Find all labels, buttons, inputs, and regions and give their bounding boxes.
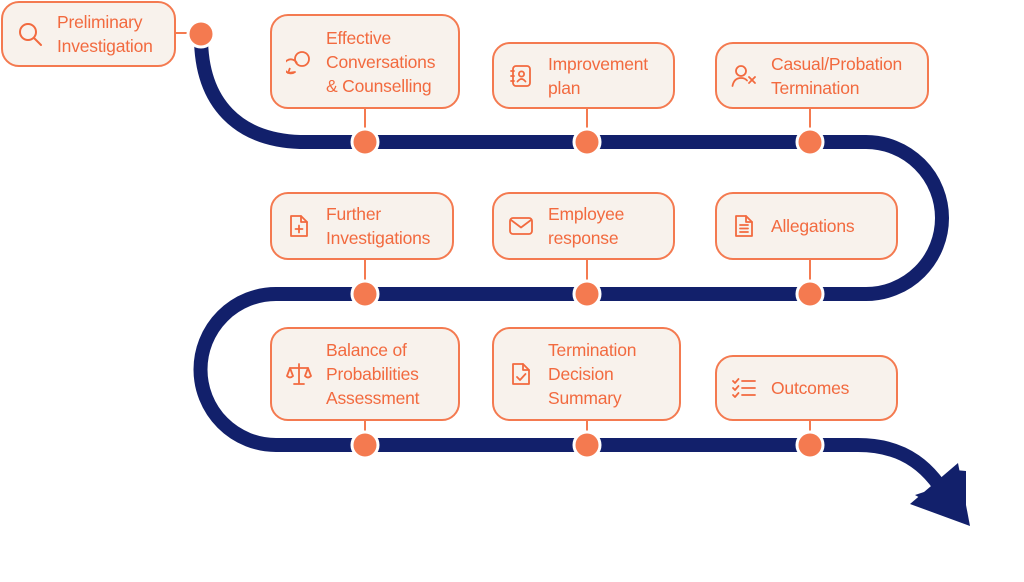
step-label: Employee response [548,204,625,248]
node-dot [350,127,380,157]
node-dot [350,430,380,460]
node-dot [572,430,602,460]
search-icon [17,21,43,47]
step-label: Preliminary Investigation [57,12,153,56]
step-balance-of-probabilities: Balance of Probabilities Assessment [270,327,460,421]
node-dot [795,430,825,460]
node-dot [572,279,602,309]
step-outcomes: Outcomes [715,355,898,421]
node-dot [572,127,602,157]
step-effective-conversations: Effective Conversations & Counselling [270,14,460,109]
checklist-icon [731,375,757,401]
step-label: Allegations [771,216,855,236]
step-casual-probation-termination: Casual/Probation Termination [715,42,929,109]
node-dot [795,279,825,309]
step-allegations: Allegations [715,192,898,260]
document-plus-icon [286,213,312,239]
step-further-investigations: Further Investigations [270,192,454,260]
step-label: Termination Decision Summary [548,340,637,408]
contact-book-icon [508,63,534,89]
envelope-icon [508,213,534,239]
step-preliminary-investigation: Preliminary Investigation [1,1,176,67]
step-label: Outcomes [771,378,850,398]
step-label: Casual/Probation Termination [771,53,903,98]
step-improvement-plan: Improvement plan [492,42,675,109]
document-check-icon [508,361,534,387]
node-dot [795,127,825,157]
step-termination-decision-summary: Termination Decision Summary [492,327,681,421]
flow-path [193,27,958,512]
step-label: Further Investigations [326,204,431,248]
node-dot [186,19,216,49]
step-label: Balance of Probabilities Assessment [326,340,420,408]
scales-icon [286,361,312,387]
step-label: Improvement plan [548,53,648,98]
document-list-icon [731,213,757,239]
user-remove-icon [731,63,757,89]
node-dot [350,279,380,309]
node-dots [186,19,825,460]
step-employee-response: Employee response [492,192,675,260]
chat-bubbles-icon [286,49,312,75]
step-label: Effective Conversations & Counselling [326,27,436,96]
